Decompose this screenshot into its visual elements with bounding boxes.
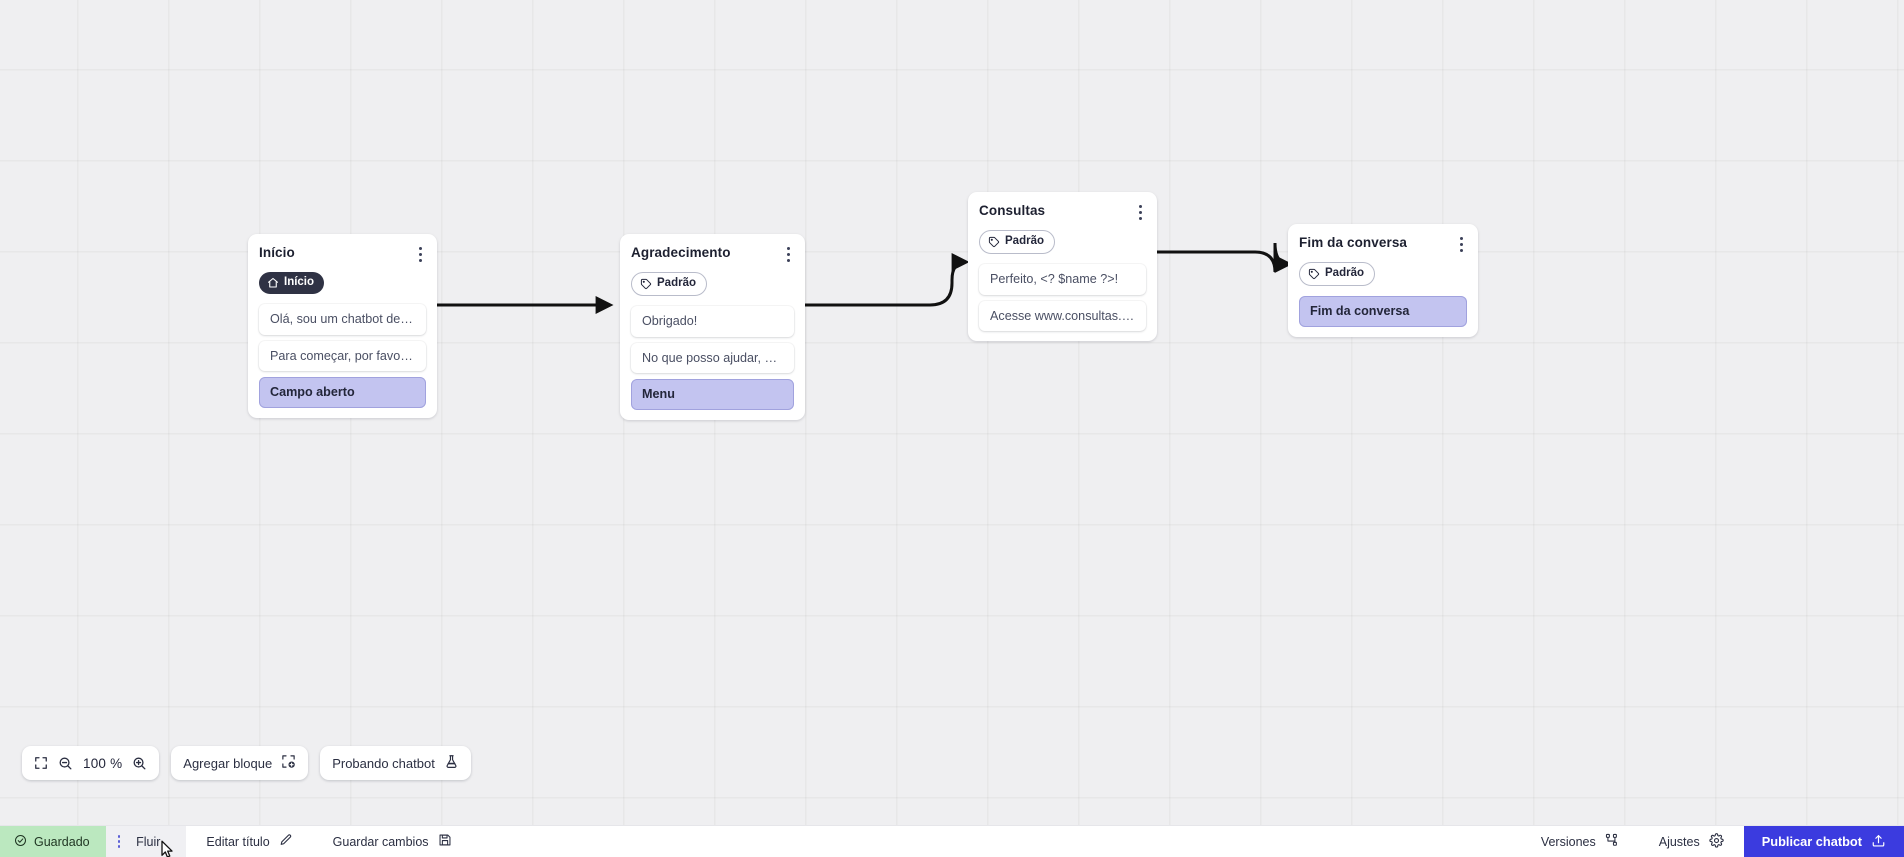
- save-disk-icon: [438, 833, 452, 850]
- branch-icon: [1605, 833, 1619, 850]
- settings-button[interactable]: Ajustes: [1639, 826, 1744, 857]
- flow-node-consultas[interactable]: Consultas Padrão Perfeito, <? $name ?>! …: [968, 192, 1157, 342]
- test-chatbot-label: Probando chatbot: [332, 755, 435, 771]
- flow-canvas[interactable]: Início Início Olá, sou um chatbot de tes…: [0, 0, 1904, 825]
- flow-node-inicio[interactable]: Início Início Olá, sou um chatbot de tes…: [248, 234, 437, 418]
- node-row-input[interactable]: Campo aberto: [259, 377, 426, 408]
- node-badge-label: Padrão: [1005, 235, 1044, 248]
- edit-title-label: Editar título: [206, 834, 270, 849]
- node-menu-button[interactable]: [1132, 203, 1148, 221]
- add-block-button[interactable]: Agregar bloque: [171, 746, 309, 780]
- node-menu-button[interactable]: [412, 245, 428, 263]
- node-badge-default[interactable]: Padrão: [631, 272, 707, 296]
- drag-dots-icon[interactable]: [117, 835, 121, 848]
- node-row-message[interactable]: Olá, sou um chatbot de teste!: [259, 304, 426, 335]
- add-block-icon: [281, 754, 296, 772]
- versions-label: Versiones: [1540, 834, 1596, 849]
- node-row-message[interactable]: No que posso ajudar, <? $name ...: [631, 342, 794, 374]
- tag-icon: [1308, 268, 1320, 280]
- node-badge-label: Padrão: [1325, 267, 1364, 280]
- status-bar-flex: [472, 826, 1521, 857]
- edit-title-button[interactable]: Editar título: [186, 826, 312, 857]
- node-header: Início: [259, 245, 426, 263]
- node-badge-start[interactable]: Início: [259, 272, 325, 294]
- node-header: Consultas: [979, 203, 1146, 221]
- publish-label: Publicar chatbot: [1761, 834, 1862, 849]
- zoom-out-icon[interactable]: [58, 756, 73, 771]
- fit-screen-icon[interactable]: [34, 756, 48, 770]
- tab-fluir-label: Fluir: [136, 834, 161, 849]
- node-row-message[interactable]: Obrigado!: [631, 306, 794, 337]
- status-bar-left: Guardado Fluir Editar título Guardar cam…: [0, 826, 472, 857]
- zoom-in-icon[interactable]: [132, 756, 147, 771]
- save-changes-button[interactable]: Guardar cambios: [313, 826, 472, 857]
- tab-fluir[interactable]: Fluir: [105, 826, 187, 857]
- zoom-level-label: 100 %: [83, 755, 123, 771]
- zoom-controls: 100 %: [22, 746, 160, 780]
- node-badge-default[interactable]: Padrão: [1299, 262, 1375, 286]
- node-badge-default[interactable]: Padrão: [979, 230, 1055, 254]
- node-row-input[interactable]: Menu: [631, 379, 794, 410]
- node-title: Consultas: [979, 203, 1046, 218]
- node-badge-label: Padrão: [657, 277, 696, 290]
- gear-icon: [1709, 832, 1724, 851]
- edge-consultas-to-fim: [1157, 242, 1293, 273]
- node-title: Início: [259, 245, 295, 260]
- canvas-toolbar: 100 % Agregar bloque Probando chatbot: [22, 746, 471, 780]
- node-row-message[interactable]: Perfeito, <? $name ?>!: [979, 264, 1146, 295]
- tag-icon: [640, 278, 652, 290]
- pencil-icon: [279, 833, 293, 850]
- mouse-cursor: [160, 840, 176, 857]
- node-title: Fim da conversa: [1299, 235, 1408, 250]
- saved-label: Guardado: [34, 834, 90, 849]
- edge-agradecimento-to-consultas: [805, 253, 970, 307]
- node-header: Agradecimento: [631, 245, 794, 263]
- node-menu-button[interactable]: [1453, 235, 1469, 253]
- settings-label: Ajustes: [1658, 834, 1700, 849]
- node-row-message[interactable]: Para começar, por favor digite o ...: [259, 340, 426, 372]
- node-title: Agradecimento: [631, 245, 731, 260]
- check-circle-icon: [14, 834, 27, 850]
- test-chatbot-button[interactable]: Probando chatbot: [320, 746, 471, 780]
- node-rows: Obrigado! No que posso ajudar, <? $name …: [620, 306, 805, 410]
- tag-icon: [988, 236, 1000, 248]
- node-row-message[interactable]: Acesse www.consultas.com par...: [979, 300, 1146, 332]
- flow-node-fim-da-conversa[interactable]: Fim da conversa Padrão Fim da conversa: [1288, 224, 1478, 337]
- flow-node-agradecimento[interactable]: Agradecimento Padrão Obrigado! No que po…: [620, 234, 805, 420]
- node-badge-label: Início: [284, 276, 315, 289]
- save-changes-label: Guardar cambios: [332, 834, 429, 849]
- flask-icon: [444, 754, 459, 772]
- node-rows: Fim da conversa: [1288, 296, 1478, 327]
- node-menu-button[interactable]: [780, 245, 796, 263]
- publish-chatbot-button[interactable]: Publicar chatbot: [1743, 826, 1904, 857]
- add-block-label: Agregar bloque: [183, 755, 273, 771]
- bottom-status-bar: Guardado Fluir Editar título Guardar cam…: [0, 825, 1904, 857]
- versions-button[interactable]: Versiones: [1521, 826, 1639, 857]
- node-rows: Perfeito, <? $name ?>! Acesse www.consul…: [968, 264, 1157, 332]
- saved-indicator: Guardado: [0, 826, 106, 857]
- upload-icon: [1871, 833, 1886, 851]
- node-row-input[interactable]: Fim da conversa: [1299, 296, 1467, 327]
- node-rows: Olá, sou um chatbot de teste! Para começ…: [248, 304, 437, 408]
- node-header: Fim da conversa: [1299, 235, 1467, 253]
- home-icon: [267, 277, 279, 289]
